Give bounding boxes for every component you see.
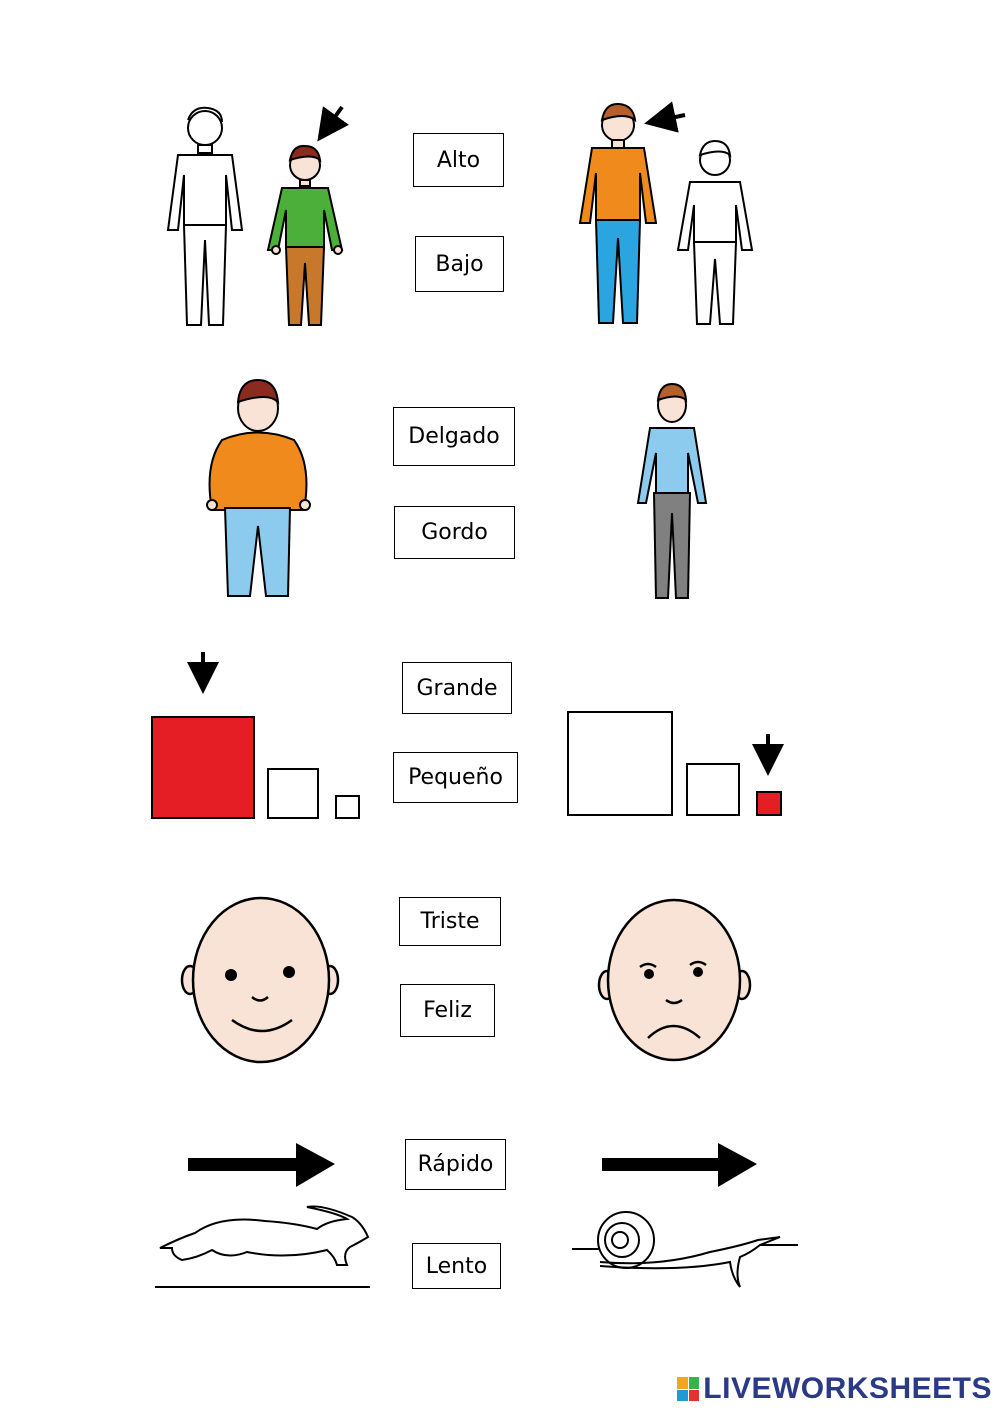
big-square-icon (151, 716, 255, 819)
word-tile-gordo[interactable]: Gordo (394, 506, 515, 559)
word-tile-triste[interactable]: Triste (399, 897, 501, 946)
snail-icon (572, 1211, 798, 1288)
small-square-icon (335, 795, 360, 819)
rabbit-icon (155, 1205, 370, 1288)
sad-face-icon (597, 898, 752, 1062)
tall-person-icon (578, 102, 658, 324)
right-arrow-icon (602, 1143, 757, 1187)
word-label: Delgado (408, 424, 500, 449)
word-label: Gordo (421, 520, 488, 545)
right-arrow-icon (188, 1143, 335, 1187)
word-label: Grande (416, 675, 498, 701)
logo-text: LIVEWORKSHEETS (703, 1372, 992, 1405)
word-label: Feliz (423, 998, 472, 1023)
word-label: Lento (425, 1253, 488, 1279)
tall-person-outline-icon (166, 106, 244, 326)
word-tile-grande[interactable]: Grande (402, 662, 512, 714)
word-tile-bajo[interactable]: Bajo (415, 236, 504, 292)
word-label: Alto (436, 147, 481, 173)
word-label: Rápido (417, 1152, 494, 1177)
medium-square-icon (686, 763, 740, 816)
thin-person-icon (636, 382, 708, 599)
medium-square-icon (267, 768, 319, 819)
fat-person-icon (206, 378, 311, 597)
word-tile-lento[interactable]: Lento (412, 1243, 501, 1289)
word-tile-alto[interactable]: Alto (413, 133, 504, 187)
pointer-arrow-icon (317, 105, 349, 142)
word-tile-feliz[interactable]: Feliz (400, 984, 495, 1037)
pointer-arrow-icon (644, 101, 686, 133)
liveworksheets-logo: LIVEWORKSHEETS (677, 1371, 992, 1407)
happy-face-icon (180, 896, 340, 1064)
big-square-icon (567, 711, 673, 816)
small-square-icon (756, 791, 782, 816)
word-tile-delgado[interactable]: Delgado (393, 407, 515, 466)
word-tile-rapido[interactable]: Rápido (405, 1139, 506, 1190)
word-label: Pequeño (408, 765, 503, 790)
word-tile-pequeno[interactable]: Pequeño (393, 752, 518, 803)
short-person-outline-icon (676, 139, 754, 325)
word-label: Triste (420, 909, 480, 934)
short-person-icon (266, 144, 344, 326)
logo-mark-icon (677, 1377, 700, 1401)
word-label: Bajo (435, 251, 484, 277)
